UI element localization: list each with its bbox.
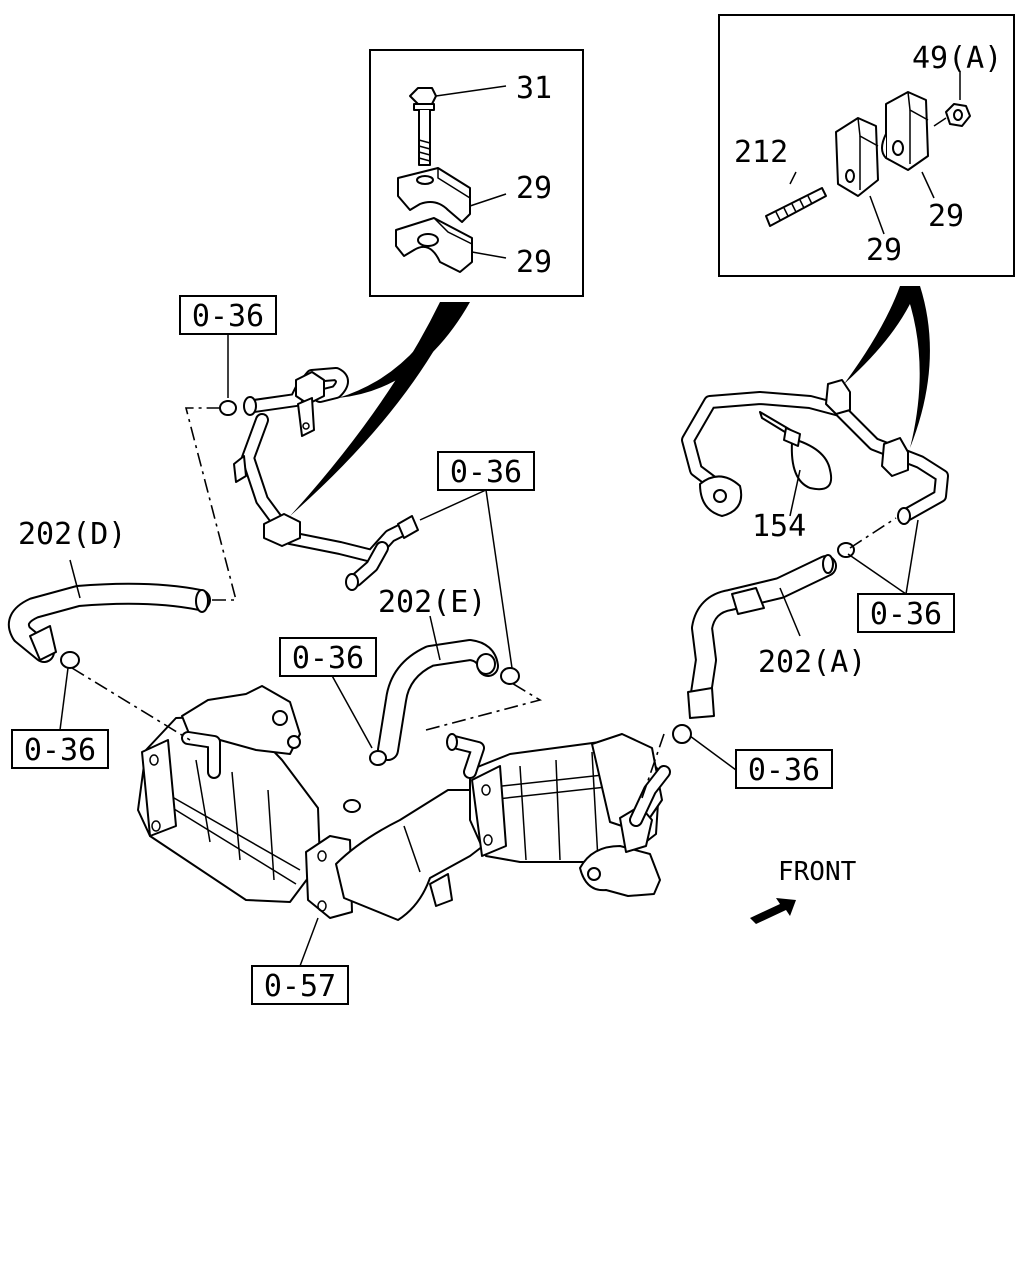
ref-box-right-lower: 0-36 [735, 749, 833, 789]
pipe-tab-left [233, 455, 247, 483]
hose-clamp-202d [60, 651, 80, 669]
ref-box-left: 0-36 [11, 729, 109, 769]
hose-clamp-202a-upper [837, 542, 855, 558]
bolt-31 [409, 87, 437, 166]
hose-202e [369, 639, 520, 766]
label-29-right-a: 29 [928, 199, 964, 234]
leader-lines [59, 334, 919, 967]
label-29-upper: 29 [516, 171, 552, 206]
pipe-bracket-top [297, 397, 315, 437]
pipe-tab-right [397, 515, 419, 539]
label-202a: 202(A) [758, 645, 866, 680]
pipe-end-left [243, 396, 257, 416]
ref-box-top-left: 0-36 [179, 295, 277, 335]
pipe-clamp-mid [263, 513, 301, 547]
pipe-end-lower [345, 573, 359, 591]
stud-212 [765, 187, 827, 227]
label-29-right-b: 29 [866, 233, 902, 268]
ref-box-mid-center: 0-36 [437, 451, 535, 491]
front-indicator: FRONT [750, 857, 857, 924]
band-154 [759, 411, 832, 491]
dash-dot-leaders [71, 407, 897, 799]
clamp-29-upper [397, 167, 471, 223]
pipe-clamp-upper [825, 379, 851, 415]
cooler-outlet-housing [579, 845, 661, 897]
cooler-water-port-left [343, 799, 361, 813]
callout-swooshes [290, 286, 930, 516]
label-31: 31 [516, 71, 552, 106]
hose-202a [672, 542, 855, 744]
ref-box-mid-left: 0-36 [279, 637, 377, 677]
hose-202d [8, 582, 211, 669]
ref-box-bottom: 0-57 [251, 965, 349, 1005]
hose-clamp-202e [500, 667, 520, 685]
label-202d: 202(D) [18, 517, 126, 552]
clamp-29-rear [881, 91, 929, 171]
ref-0-36-right-upper: 0-36 [870, 597, 942, 632]
label-202e: 202(E) [378, 585, 486, 620]
pipe-clamp-top [295, 371, 325, 405]
label-29-lower: 29 [516, 245, 552, 280]
front-label: FRONT [778, 857, 857, 887]
hose-clamp-202e-lower [369, 750, 387, 766]
cooler-left-end-flange [141, 739, 177, 837]
label-212: 212 [734, 135, 788, 170]
hose-clamp-202a-lower [672, 724, 692, 744]
ref-0-36-mid-center: 0-36 [450, 455, 522, 490]
label-49a: 49(A) [912, 41, 1002, 76]
nut-49a [945, 103, 971, 127]
detail-box-stud-clamp: 49(A) 212 29 29 [718, 14, 1015, 277]
ref-0-36-right-lower: 0-36 [748, 753, 820, 788]
egr-cooler-assembly [137, 685, 671, 921]
hose-clamp-top-left [219, 400, 237, 416]
ref-0-36-top-left: 0-36 [192, 299, 264, 334]
ref-0-36-mid-left: 0-36 [292, 641, 364, 676]
cooler-right-end-flange [471, 765, 507, 857]
upper-left-water-pipe [219, 367, 419, 591]
clamp-29-front [835, 117, 879, 197]
clamp-29-lower [395, 217, 473, 273]
front-arrow-icon [750, 898, 796, 924]
detail-box-bolt-clamp: 31 29 29 [369, 49, 584, 297]
ref-0-57-bottom: 0-57 [264, 969, 336, 1004]
label-154: 154 [752, 509, 806, 544]
ref-0-36-left: 0-36 [24, 733, 96, 768]
pipe-clamp-lower [881, 437, 909, 477]
right-water-pipe [681, 379, 949, 525]
ref-box-right-upper: 0-36 [857, 593, 955, 633]
